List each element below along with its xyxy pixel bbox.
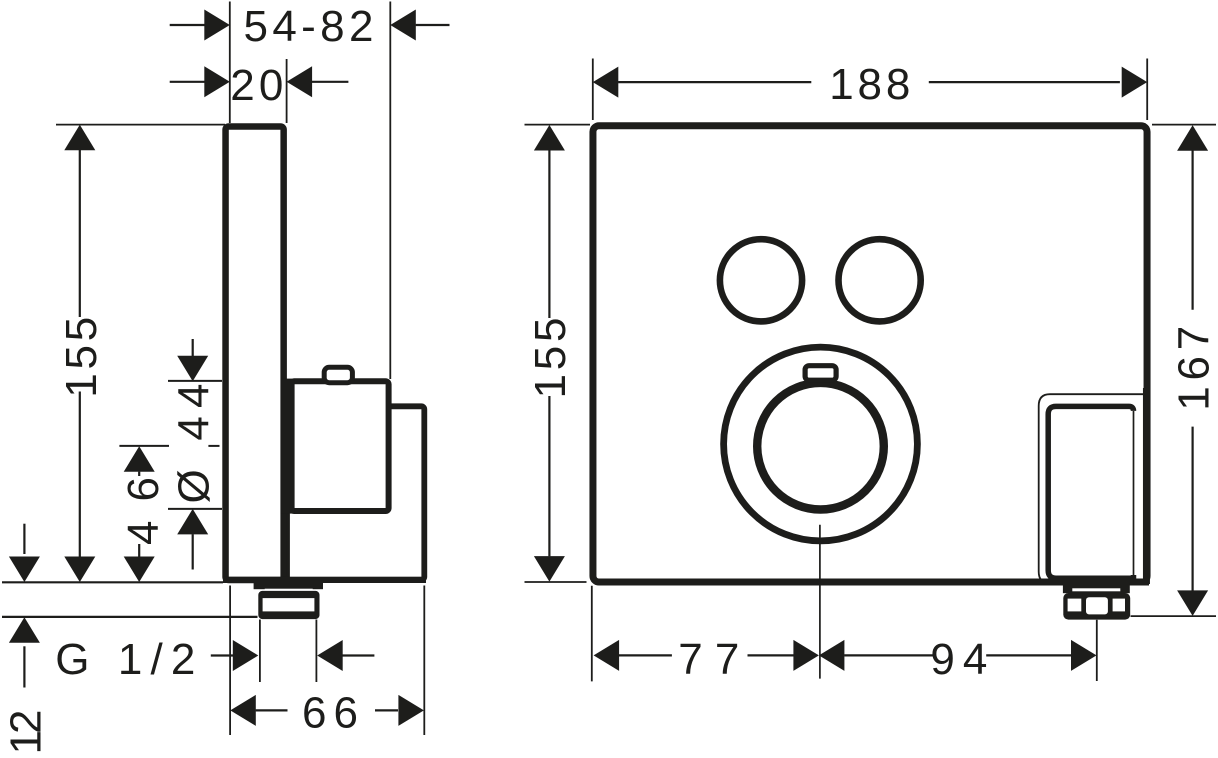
svg-text:155: 155 — [526, 316, 575, 399]
svg-text:167: 167 — [1169, 324, 1218, 411]
svg-text:155: 155 — [57, 315, 106, 398]
svg-text:46: 46 — [119, 475, 168, 545]
svg-text:G 1/2: G 1/2 — [55, 635, 197, 684]
svg-text:54-82: 54-82 — [244, 2, 376, 51]
svg-text:188: 188 — [829, 60, 912, 109]
svg-text:94: 94 — [930, 635, 989, 684]
svg-text:66: 66 — [302, 688, 360, 737]
svg-text:12: 12 — [1, 708, 50, 755]
svg-text:77: 77 — [678, 635, 741, 684]
svg-text:Ø 44: Ø 44 — [170, 382, 219, 504]
svg-text:20: 20 — [230, 61, 285, 110]
